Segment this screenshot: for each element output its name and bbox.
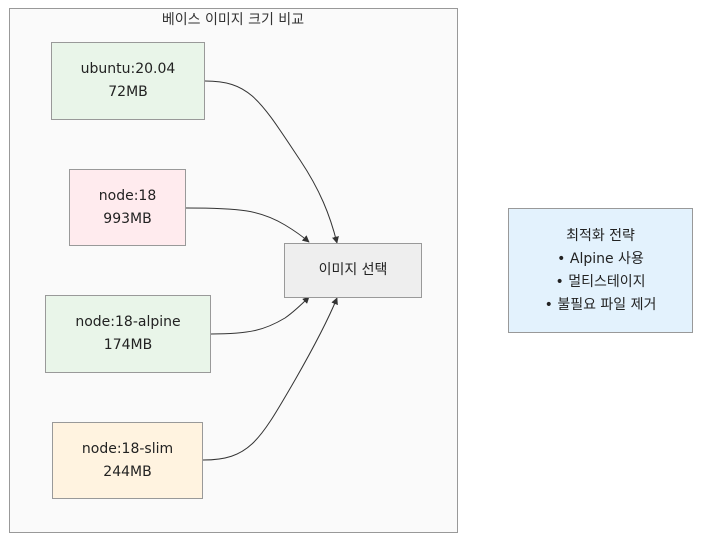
strategy-title: 최적화 전략 <box>566 227 635 244</box>
node-slim-size: 244MB <box>103 463 152 480</box>
node-node18: node:18 993MB <box>69 169 186 246</box>
node-slim: node:18-slim 244MB <box>52 422 203 499</box>
strategy-item: • Alpine 사용 <box>557 250 644 267</box>
node-alpine-size: 174MB <box>103 337 153 353</box>
node-node18-size: 993MB <box>103 210 152 227</box>
node-alpine-name: node:18-alpine <box>75 314 181 330</box>
edge-slim-to-select <box>202 297 338 461</box>
group-title: 베이스 이미지 크기 비교 <box>161 12 305 28</box>
node-image-select: 이미지 선택 <box>284 243 422 298</box>
node-alpine: node:18-alpine 174MB <box>45 295 211 373</box>
node-image-select-label: 이미지 선택 <box>318 262 388 278</box>
node-ubuntu-size: 72MB <box>108 84 148 100</box>
node-node18-name: node:18 <box>98 187 157 204</box>
node-slim-name: node:18-slim <box>81 440 174 457</box>
node-ubuntu-name: ubuntu:20.04 <box>80 61 176 77</box>
strategy-item: • 멀티스테이지 <box>555 273 646 290</box>
edge-ubuntu-to-select <box>204 80 339 244</box>
strategy-item: • 불필요 파일 제거 <box>544 296 657 313</box>
node-optimization-strategy: 최적화 전략 • Alpine 사용 • 멀티스테이지 • 불필요 파일 제거 <box>508 208 693 333</box>
edge-alpine-to-select <box>210 296 310 335</box>
node-ubuntu: ubuntu:20.04 72MB <box>51 42 205 120</box>
edge-node18-to-select <box>185 207 310 243</box>
